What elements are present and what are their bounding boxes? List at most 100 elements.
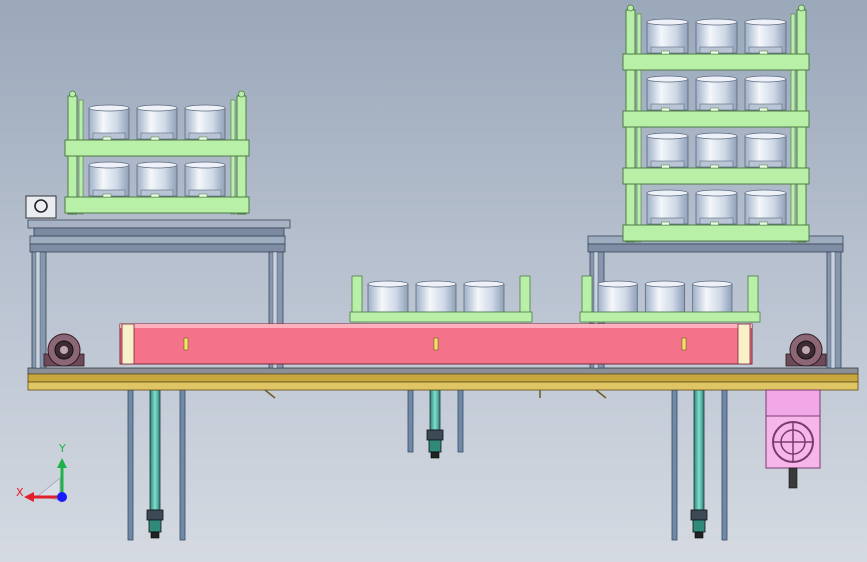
rack-inner-post — [790, 13, 796, 243]
shelf-clip — [198, 136, 208, 141]
spool-top — [692, 280, 733, 288]
rack-inner-post — [636, 13, 642, 243]
cylinder-clamp — [690, 509, 708, 521]
pneumatic-cylinder — [426, 389, 444, 459]
rack-post-cap — [238, 90, 245, 98]
support-leg — [457, 389, 464, 453]
bearing-shaft — [802, 346, 810, 354]
spool-top — [184, 104, 226, 112]
spool — [695, 75, 738, 111]
spool — [88, 161, 130, 197]
spool — [695, 18, 738, 54]
belt-end-cap — [737, 323, 751, 365]
tray-base — [349, 311, 533, 323]
spool — [136, 161, 178, 197]
rack-shelf — [622, 167, 810, 185]
spool-top — [646, 189, 689, 197]
spool — [646, 132, 689, 168]
bearing-shaft — [60, 346, 68, 354]
rail-bracket — [595, 389, 607, 399]
shelf-clip — [661, 50, 670, 55]
base-rail — [27, 373, 859, 383]
frame-post-hilite — [35, 251, 41, 369]
spool — [646, 75, 689, 111]
axis-x-arrow — [24, 492, 34, 502]
cylinder-clamp — [426, 429, 444, 441]
tray-right — [579, 275, 761, 323]
spool-top — [744, 75, 787, 83]
spool-top — [597, 280, 638, 288]
shelf-clip — [759, 221, 768, 226]
bearing-block-icon — [785, 333, 827, 367]
frame-top-beam — [29, 235, 286, 245]
support-leg — [671, 389, 678, 541]
shelf-clip — [102, 193, 112, 198]
frame-post-hilite — [272, 251, 278, 369]
belt-marker — [681, 337, 687, 351]
spool — [136, 104, 178, 140]
shelf-clip — [710, 221, 719, 226]
cylinder-end — [428, 439, 442, 453]
spool-top — [463, 280, 505, 288]
rack-shelf — [622, 224, 810, 242]
shelf-clip — [710, 107, 719, 112]
shelf-clip — [759, 50, 768, 55]
axis-y-label: Y — [59, 442, 66, 455]
shelf-clip — [150, 193, 160, 198]
tray-base — [579, 311, 761, 323]
support-leg — [127, 389, 134, 541]
shelf-clip — [710, 50, 719, 55]
shelf-clip — [710, 164, 719, 169]
spool-top — [646, 18, 689, 26]
frame-top-beam-lower — [29, 243, 286, 253]
rack-post-cap — [69, 90, 76, 98]
axis-z-dot — [57, 492, 67, 502]
shelf-clip — [150, 136, 160, 141]
cylinder-barrel — [693, 389, 705, 511]
spool — [184, 104, 226, 140]
belt-highlight — [120, 324, 752, 328]
belt-end-cap — [121, 323, 135, 365]
pneumatic-cylinder — [690, 389, 708, 539]
spool — [646, 18, 689, 54]
spool-top — [88, 161, 130, 169]
belt-marker — [183, 337, 189, 351]
spool — [744, 132, 787, 168]
spool — [695, 132, 738, 168]
motor-housing — [765, 389, 821, 417]
spool — [646, 189, 689, 225]
spool — [184, 161, 226, 197]
support-leg — [721, 389, 728, 541]
base-rail-top — [27, 367, 859, 375]
rail-bracket — [264, 389, 276, 399]
rack-shelf — [622, 110, 810, 128]
rack-shelf — [622, 53, 810, 71]
shelf-clip — [661, 107, 670, 112]
cylinder-end — [692, 519, 706, 533]
rack-shelf — [64, 139, 250, 157]
shelf-clip — [759, 107, 768, 112]
support-leg — [407, 389, 414, 453]
cylinder-fitting — [694, 531, 704, 539]
spool-top — [695, 189, 738, 197]
spool-top — [646, 132, 689, 140]
sensor-lens — [34, 199, 48, 213]
spool-top — [646, 75, 689, 83]
spool-top — [695, 75, 738, 83]
spool-top — [367, 280, 409, 288]
frame-post-hilite — [830, 251, 836, 369]
spool-top — [136, 104, 178, 112]
frame-top-beam-lower — [587, 243, 844, 253]
shelf-clip — [198, 193, 208, 198]
rack-left — [64, 90, 250, 215]
spool-top — [744, 132, 787, 140]
spool-top — [744, 189, 787, 197]
spool — [695, 189, 738, 225]
top-plate-rail — [33, 227, 285, 237]
rack-post-cap — [798, 4, 805, 12]
motor-cable — [788, 467, 798, 489]
spool — [744, 18, 787, 54]
axis-x-label: X — [16, 486, 24, 499]
